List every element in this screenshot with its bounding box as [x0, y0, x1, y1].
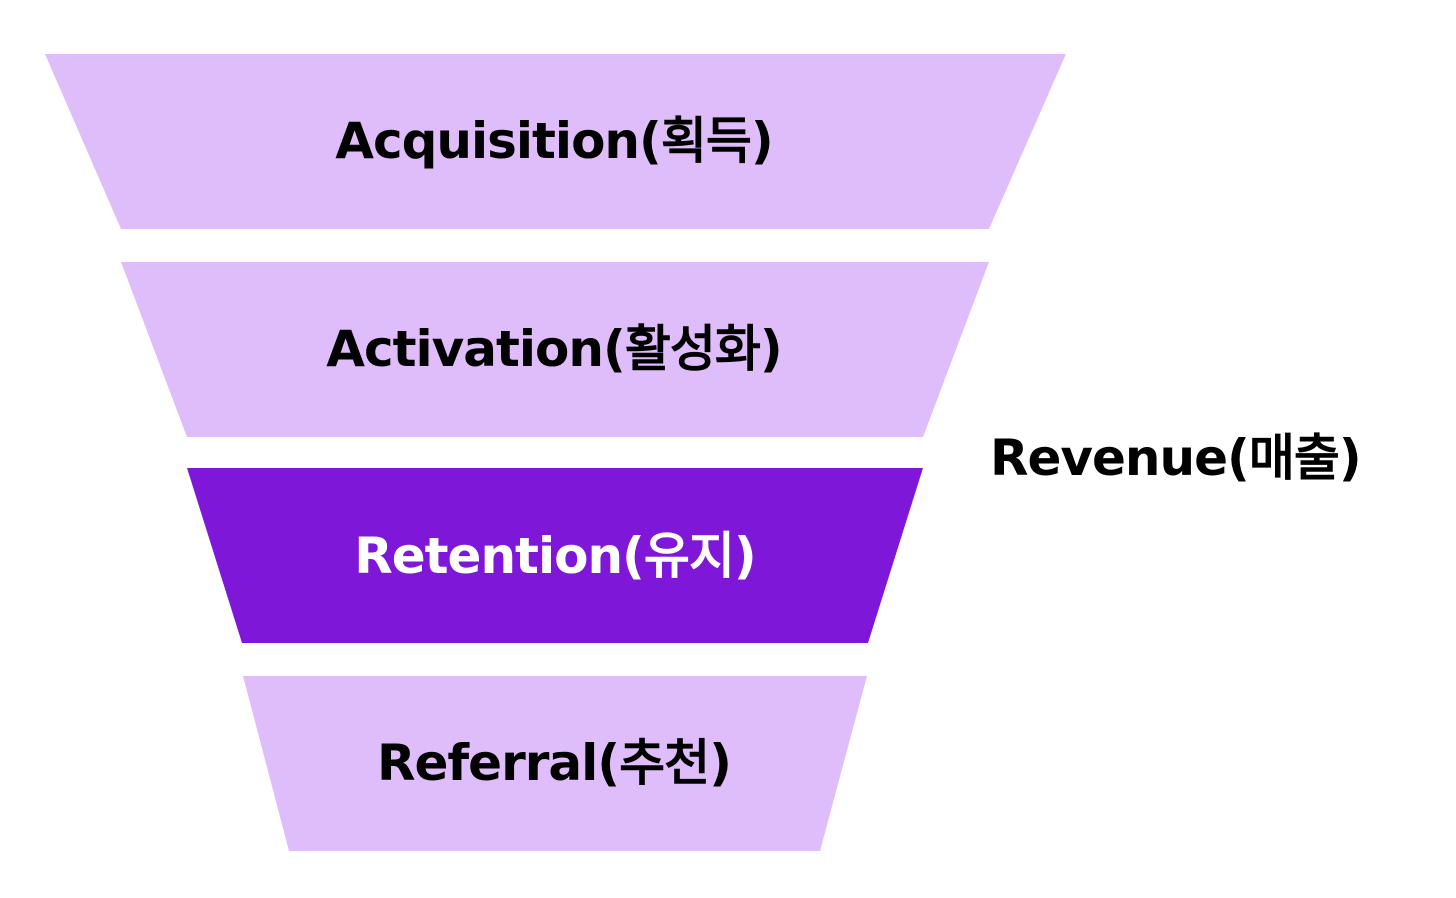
funnel-stage-referral: Referral(추천)	[243, 676, 867, 851]
funnel-label-referral: Referral(추천)	[377, 734, 731, 792]
funnel-stage-retention: Retention(유지)	[187, 468, 923, 643]
funnel-band-acquisition	[45, 54, 1066, 229]
funnel-band-referral	[243, 676, 867, 851]
revenue-label: Revenue(매출)	[990, 429, 1362, 487]
funnel-band-retention	[187, 468, 923, 643]
funnel-stage-activation: Activation(활성화)	[121, 262, 989, 437]
funnel-label-retention: Retention(유지)	[354, 527, 756, 585]
funnel-band-activation	[121, 262, 989, 437]
funnel-stage-acquisition: Acquisition(획득)	[45, 54, 1066, 229]
funnel-label-activation: Activation(활성화)	[326, 320, 781, 378]
funnel-label-acquisition: Acquisition(획득)	[335, 112, 772, 170]
